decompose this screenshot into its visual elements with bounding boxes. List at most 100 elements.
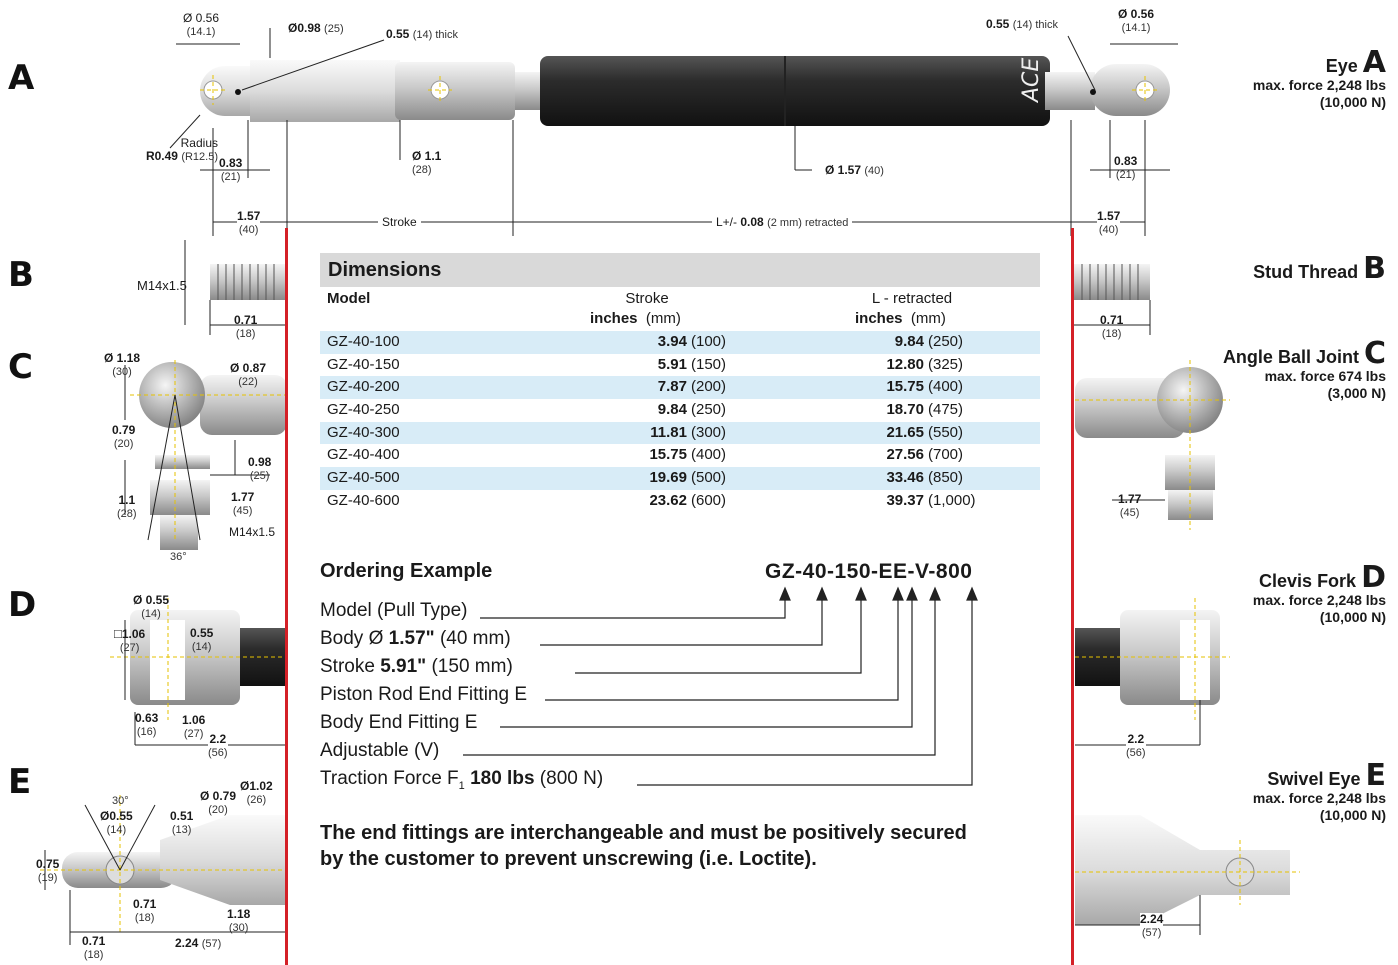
- dim-e-071b: 0.71(18): [82, 934, 106, 962]
- section-a-title: Eye A max. force 2,248 lbs (10,000 N): [1166, 48, 1386, 111]
- section-letter-b: B: [8, 255, 34, 295]
- dim-a-157-right: 1.57(40): [1097, 209, 1121, 237]
- section-c-title: Angle Ball Joint C max. force 674 lbs (3…: [1146, 339, 1386, 402]
- title-text: Angle Ball Joint: [1222, 347, 1359, 367]
- title-letter: E: [1365, 758, 1387, 793]
- dim-d-106: □1.06(27): [114, 626, 146, 654]
- section-d-title: Clevis Fork D max. force 2,248 lbs (10,0…: [1166, 563, 1386, 626]
- dim-e-079: Ø 0.79(20): [200, 789, 237, 817]
- cell-stroke-mm: (600): [691, 491, 727, 509]
- unit-mm-l: (mm): [910, 310, 946, 327]
- dim-c-177: 1.77(45): [231, 490, 255, 518]
- dim-a-thick-right: 0.55 (14) thick: [986, 17, 1058, 32]
- col-length: L - retracted: [871, 290, 953, 307]
- section-letter-d: D: [8, 585, 37, 625]
- dim-c-087: Ø 0.87(22): [230, 361, 267, 389]
- dim-e-071: 0.71(18): [133, 897, 157, 925]
- force-label: max. force 2,248 lbs: [1252, 592, 1386, 608]
- swivel-eye-drawing: [40, 795, 1300, 945]
- dimensions-table: Dimensions Model Stroke L - retracted in…: [320, 253, 1040, 513]
- force-label: max. force 674 lbs: [1264, 368, 1386, 384]
- table-header: Model Stroke L - retracted: [320, 289, 1040, 309]
- cell-length-in: 12.80: [886, 355, 924, 373]
- title-text: Eye: [1325, 56, 1358, 76]
- section-letter-a: A: [8, 58, 35, 98]
- cell-stroke-in: 7.87: [657, 378, 687, 396]
- dim-e-angle: 30°: [112, 795, 129, 807]
- ordering-piston-fitting: Piston Rod End Fitting E: [320, 684, 527, 705]
- left-separator: [285, 228, 288, 965]
- cell-length-mm: (400): [928, 378, 964, 396]
- dim-e-224: 2.24 (57): [175, 936, 222, 951]
- section-letter-e: E: [8, 762, 32, 802]
- ordering-traction: Traction Force F1 180 lbs (800 N): [320, 768, 604, 792]
- ordering-leader-lines: [463, 586, 978, 786]
- dim-a-eye-dia-right: Ø 0.56(14.1): [1118, 7, 1155, 35]
- ordering-code: GZ-40-150-EE-V-800: [765, 560, 973, 583]
- cell-length-in: 33.46: [886, 469, 924, 487]
- cell-stroke-in: 19.69: [649, 469, 687, 487]
- cell-length-mm: (475): [928, 401, 964, 419]
- cell-model: GZ-40-400: [327, 446, 400, 464]
- cell-length-in: 21.65: [886, 423, 924, 441]
- cell-stroke-mm: (150): [691, 355, 727, 373]
- cell-model: GZ-40-100: [327, 333, 400, 350]
- section-letter-c: C: [8, 347, 33, 387]
- dim-a-rod-dia: Ø0.98 (25): [288, 21, 344, 36]
- force-label: max. force 2,248 lbs: [1252, 790, 1386, 806]
- stud-thread-drawing: [184, 240, 1151, 335]
- fitting-note-line-1: The end fittings are interchangeable and…: [320, 822, 967, 844]
- dim-a-length: L+/- 0.08 (2 mm) retracted: [712, 216, 853, 230]
- fitting-note-line-2: by the customer to prevent unscrewing (i…: [320, 848, 817, 870]
- dim-a-thick-left: 0.55 (14) thick: [386, 27, 458, 42]
- dim-a-eye-dia-left: Ø 0.56(14.1): [183, 11, 220, 39]
- force-label: max. force 2,248 lbs: [1252, 77, 1386, 93]
- dim-e-118: 1.18(30): [227, 907, 251, 935]
- col-model: Model: [327, 290, 371, 307]
- force-newton: (3,000 N): [1327, 385, 1386, 401]
- section-e-title: Swivel Eye E max. force 2,248 lbs (10,00…: [1166, 761, 1386, 824]
- cell-stroke-in: 9.84: [657, 401, 687, 419]
- dim-e-055: Ø0.55(14): [100, 809, 133, 837]
- cell-stroke-mm: (500): [691, 469, 727, 487]
- cell-length-mm: (550): [928, 423, 964, 441]
- dim-b-071-right: 0.71(18): [1100, 313, 1124, 341]
- right-separator: [1071, 228, 1074, 965]
- cell-length-in: 18.70: [886, 401, 924, 419]
- dim-c-177-right: 1.77(45): [1118, 492, 1142, 520]
- dim-c-thread: M14x1.5: [229, 525, 276, 539]
- dim-d-22-right: 2.2(56): [1126, 732, 1146, 760]
- section-b-title: Stud Thread B: [1166, 254, 1386, 284]
- cell-length-in: 27.56: [886, 446, 924, 464]
- cell-model: GZ-40-250: [327, 401, 400, 419]
- cell-length-mm: (1,000): [928, 491, 976, 509]
- dim-c-angle: 36°: [170, 551, 187, 563]
- dim-a-dia-11: Ø 1.1(28): [412, 149, 442, 177]
- dim-a-stroke: Stroke: [378, 216, 421, 229]
- cell-stroke-mm: (200): [691, 378, 727, 396]
- dim-a-dia-157: Ø 1.57 (40): [825, 163, 884, 178]
- dim-d-106b: 1.06(27): [182, 713, 206, 741]
- title-text: Stud Thread: [1253, 262, 1359, 282]
- dim-e-075: 0.75(19): [36, 857, 60, 885]
- dim-a-083-left: 0.83(21): [219, 156, 243, 184]
- col-stroke: Stroke: [625, 290, 669, 307]
- unit-mm: (mm): [645, 310, 681, 327]
- gas-spring-drawing: [169, 28, 1178, 236]
- dim-c-118: Ø 1.18(30): [104, 351, 141, 379]
- table-units: inches (mm) inches (mm): [320, 309, 1040, 329]
- dim-a-157-left: 1.57(40): [237, 209, 261, 237]
- ordering-title: Ordering Example: [320, 560, 493, 582]
- cell-stroke-mm: (100): [691, 333, 727, 350]
- dim-d-055: Ø 0.55(14): [133, 593, 170, 621]
- ordering-body-fitting: Body End Fitting E: [320, 712, 478, 733]
- title-letter: D: [1361, 560, 1386, 595]
- cell-length-in: 9.84: [894, 333, 924, 350]
